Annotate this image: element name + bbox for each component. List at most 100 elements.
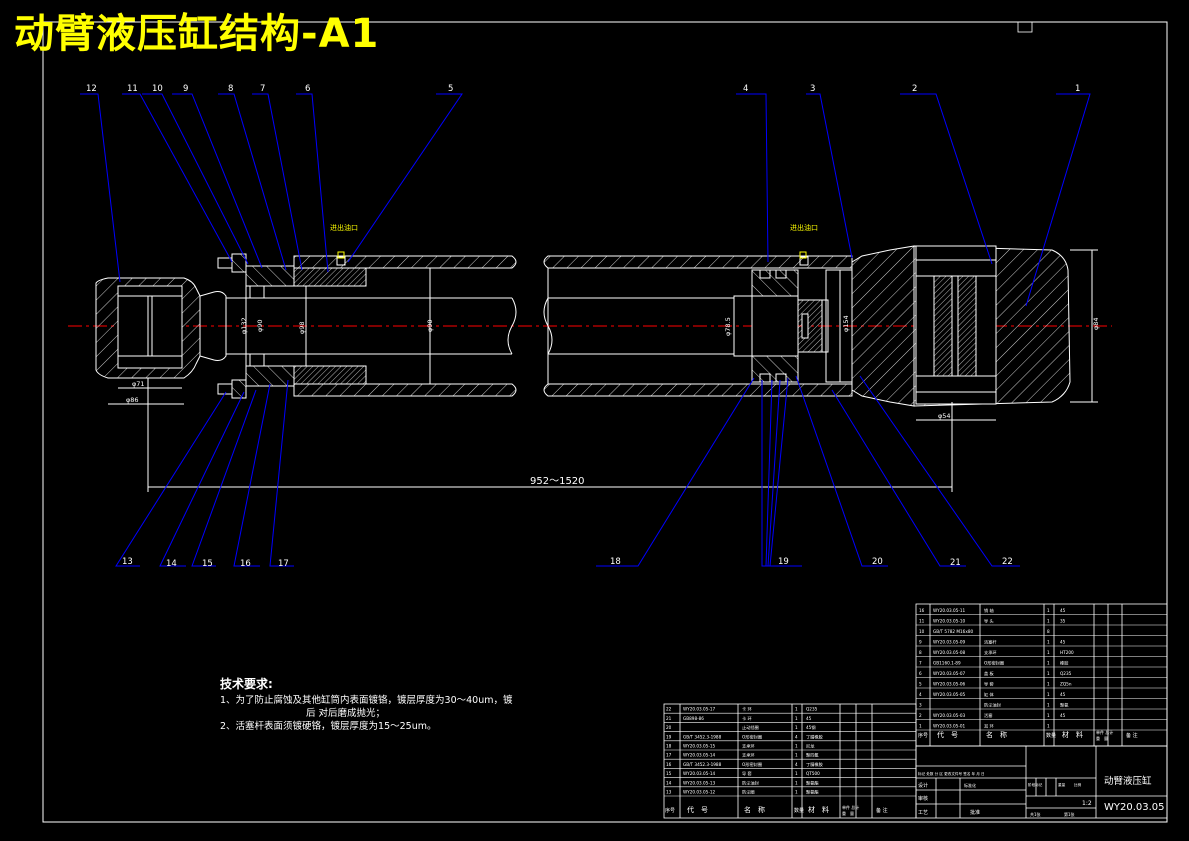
bom-cell-no: 2 bbox=[919, 713, 922, 718]
oil-ports bbox=[337, 251, 807, 259]
bom-cell-qty: 1 bbox=[795, 790, 798, 795]
title-block-design: 设计 bbox=[918, 782, 928, 789]
callout-10: 10 bbox=[152, 84, 163, 94]
bom-header-weight: 重 量 bbox=[1096, 735, 1108, 741]
bom-cell-qty: 1 bbox=[795, 744, 798, 749]
callout-1: 1 bbox=[1075, 84, 1080, 94]
end-cap bbox=[825, 245, 915, 407]
port-label-left: 进出油口 bbox=[330, 223, 358, 232]
callout-3: 3 bbox=[810, 84, 815, 94]
bom-cell-name: 卡 环 bbox=[742, 706, 752, 713]
callout-15: 15 bbox=[202, 559, 213, 569]
title-block-marks: 标记 处数 分 区 更改文件号 签名 年 月 日 bbox=[918, 771, 985, 776]
bom-cell-code: WY20.03.05-15 bbox=[683, 744, 716, 749]
bom-cell-material: 45 bbox=[806, 716, 812, 721]
title-block-code: WY20.03.05 bbox=[1104, 802, 1165, 813]
bom-cell-qty: 1 bbox=[795, 725, 798, 730]
bom-cell-code: WY20.03.05-12 bbox=[683, 790, 716, 795]
title-block-text: 动臂液压缸 WY20.03.05 1:2 标记 处数 分 区 更改文件号 签名 … bbox=[918, 771, 1165, 817]
bom-cell-material: 聚四氟 bbox=[806, 752, 819, 759]
bom-cell-qty: 1 bbox=[795, 707, 798, 712]
bom-cell-code: WY20.03.05-14 bbox=[683, 753, 716, 758]
rod-eye-right bbox=[913, 245, 1098, 407]
callout-5: 5 bbox=[448, 84, 453, 94]
port-label-right: 进出油口 bbox=[790, 223, 818, 232]
bom-cell-name: 防尘圈 bbox=[742, 789, 755, 796]
callout-12: 12 bbox=[86, 84, 97, 94]
gland-left bbox=[217, 253, 295, 399]
bom-cell-no: 15 bbox=[666, 771, 672, 776]
bom-cell-name: 防尘油封 bbox=[984, 702, 1001, 709]
piston bbox=[751, 269, 829, 383]
bom-cell-code: WY20.03.05-13 bbox=[683, 780, 716, 785]
callout-16: 16 bbox=[240, 559, 251, 569]
bom-cell-no: 11 bbox=[919, 619, 925, 624]
title-block-ratio: 比例 bbox=[1074, 782, 1082, 787]
piston-rod-right bbox=[543, 295, 753, 357]
cylinder-tube-left bbox=[293, 255, 517, 397]
bom-cell-code: WY20.03.05-07 bbox=[933, 671, 966, 676]
bom-header-name: 名 称 bbox=[986, 730, 1007, 739]
bom-cell-code: WY20.03.05-01 bbox=[933, 724, 966, 729]
callout-6: 6 bbox=[305, 84, 310, 94]
bom-header-material: 材 料 bbox=[1062, 730, 1083, 739]
tech-heading: 技术要求: bbox=[220, 677, 273, 691]
callout-numbers-bottom: 13 14 15 16 17 18 19 20 21 22 bbox=[122, 557, 1013, 569]
bom-cell-name: 导 套 bbox=[742, 770, 753, 777]
bom-cell-name: O形密封圈 bbox=[742, 733, 762, 740]
bom-left-table bbox=[663, 703, 917, 819]
bom-cell-no: 21 bbox=[666, 716, 672, 721]
bom-cell-name: 耳 环 bbox=[984, 724, 994, 730]
bom-cell-qty: 1 bbox=[1047, 640, 1050, 645]
bom-cell-name: 支承环 bbox=[742, 743, 755, 750]
dim-d54: φ54 bbox=[938, 412, 951, 420]
bom-cell-material: 尼龙 bbox=[806, 743, 815, 750]
bom-cell-qty: 1 bbox=[1047, 661, 1050, 666]
bom-cell-qty: 4 bbox=[795, 762, 798, 767]
callout-11: 11 bbox=[127, 84, 138, 94]
bom-header-qty: 数量 bbox=[794, 807, 804, 814]
bom-cell-material: 45 bbox=[1060, 608, 1066, 613]
bom-cell-material: 45 bbox=[1060, 640, 1066, 645]
dim-d154: φ154 bbox=[842, 315, 850, 332]
callout-19: 19 bbox=[778, 557, 789, 567]
bom-header-no: 序号 bbox=[665, 807, 675, 814]
rod-eye-left bbox=[95, 277, 227, 379]
title-block-sheet2: 第1张 bbox=[1064, 811, 1075, 817]
bom-cell-qty: 1 bbox=[1047, 608, 1050, 613]
callout-21: 21 bbox=[950, 558, 961, 568]
bom-header-note: 备 注 bbox=[876, 807, 888, 814]
stroke-dimension: 952～1520 bbox=[147, 378, 953, 492]
dim-d71: φ71 bbox=[132, 380, 145, 388]
bom-cell-qty: 1 bbox=[795, 716, 798, 721]
bom-cell-material: Q235 bbox=[806, 707, 818, 712]
bom-cell-material: HT200 bbox=[1060, 650, 1074, 655]
title-block bbox=[915, 745, 1168, 819]
bom-cell-material: 橡胶 bbox=[1060, 660, 1068, 667]
bom-cell-name: 卡 环 bbox=[742, 715, 752, 722]
callout-17: 17 bbox=[278, 559, 289, 569]
corner-box bbox=[1017, 21, 1033, 33]
bom-cell-code: GB/T 3452.3-1988 bbox=[683, 734, 722, 739]
bom-cell-qty: 1 bbox=[795, 753, 798, 758]
bom-cell-name: 盖 板 bbox=[984, 670, 995, 677]
bom-header-code: 代 号 bbox=[937, 730, 958, 739]
bom-cell-qty: 1 bbox=[1047, 650, 1050, 655]
bom-cell-no: 16 bbox=[666, 762, 672, 767]
bom-cell-material: 45钢 bbox=[806, 724, 816, 731]
bom-cell-no: 10 bbox=[919, 629, 925, 634]
bom-cell-material: 聚氨酯 bbox=[806, 779, 819, 786]
dim-d86: φ86 bbox=[126, 396, 139, 404]
bom-cell-name: O形密封圈 bbox=[984, 660, 1004, 667]
bom-cell-qty: 1 bbox=[1047, 713, 1050, 718]
bom-cell-material: 聚氨 bbox=[1060, 702, 1069, 709]
bom-cell-code: GB/T 3452.3-1988 bbox=[683, 762, 722, 767]
callout-7: 7 bbox=[260, 84, 265, 94]
bom-cell-material: 丁腈橡胶 bbox=[806, 733, 823, 740]
bom-cell-code: WY20.03.05-10 bbox=[933, 619, 966, 624]
title-block-sheet: 共1张 bbox=[1030, 811, 1041, 817]
tech-item-2: 2、活塞杆表面须镀硬铬，镀层厚度为15～25um。 bbox=[220, 721, 437, 732]
bom-cell-code: WY20.03.05-17 bbox=[683, 707, 716, 712]
